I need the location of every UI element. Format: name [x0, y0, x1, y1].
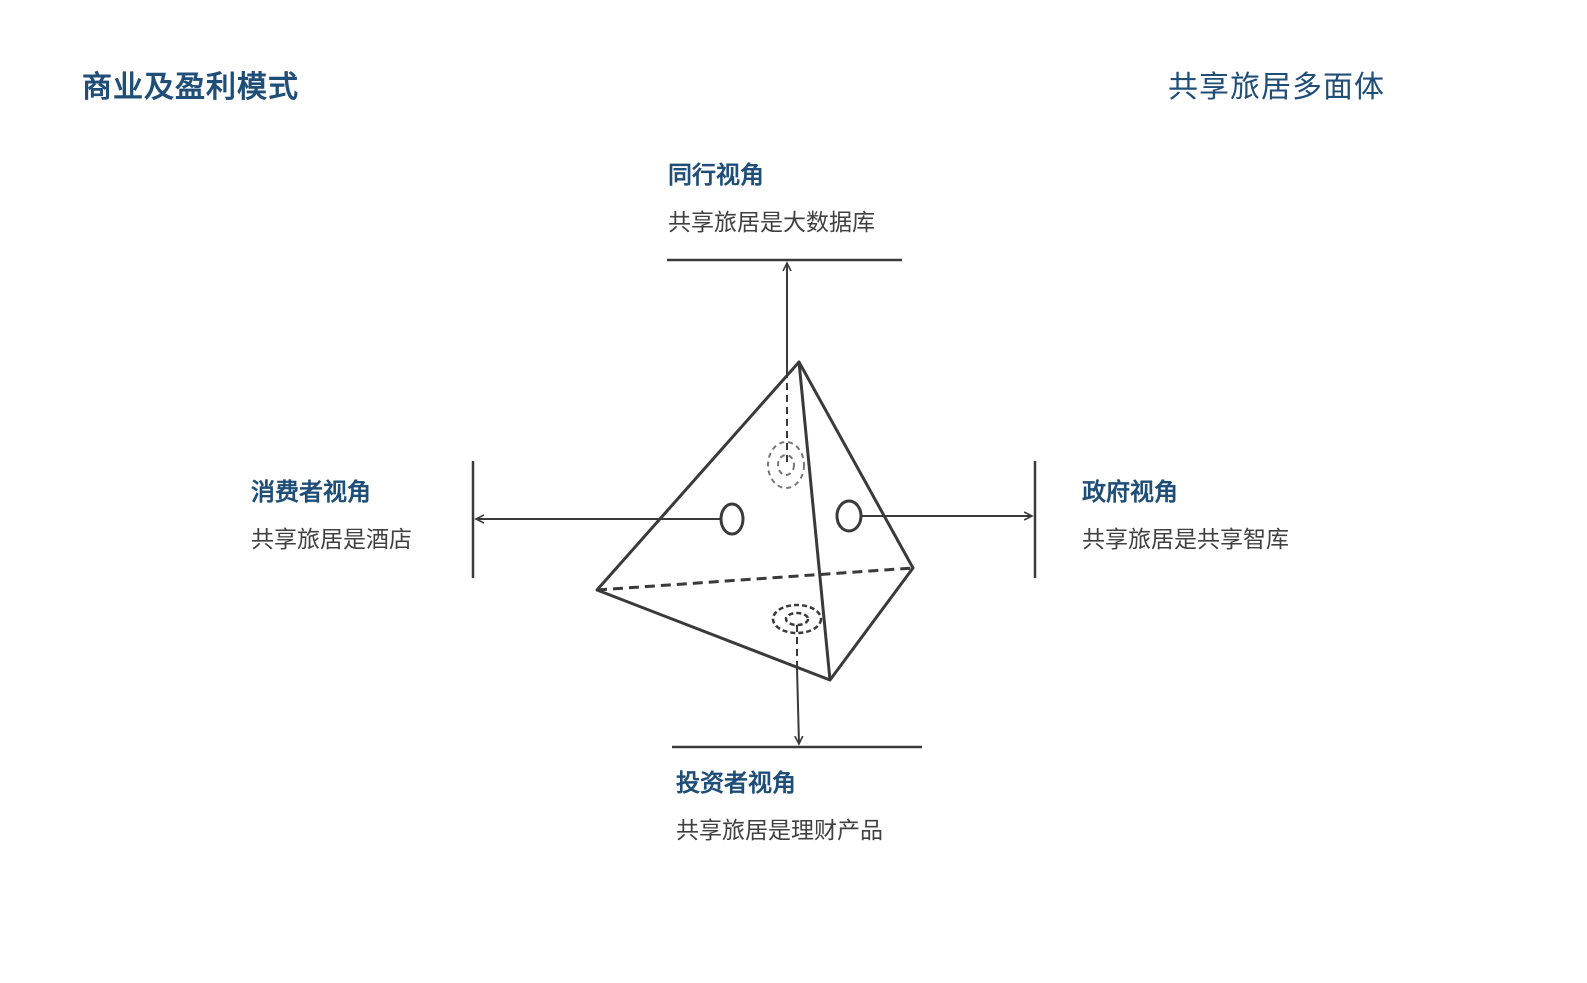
- perspective-right: 政府视角 共享旅居是共享智库: [1082, 475, 1289, 557]
- tetrahedron-outline: [595, 360, 915, 682]
- hidden-edge: [596, 566, 914, 592]
- perspective-description: 共享旅居是共享智库: [1082, 527, 1289, 553]
- face-marker-icon: [835, 499, 863, 533]
- perspective-bottom: 投资者视角 共享旅居是理财产品: [676, 766, 883, 848]
- perspective-description: 共享旅居是酒店: [251, 527, 412, 553]
- face-marker-icon: [767, 441, 805, 489]
- perspective-title: 政府视角: [1082, 478, 1178, 506]
- front-edge: [797, 361, 832, 681]
- page-title: 商业及盈利模式: [82, 70, 299, 105]
- perspective-top: 同行视角 共享旅居是大数据库: [668, 158, 875, 240]
- perspective-title: 同行视角: [668, 161, 764, 189]
- perspective-title: 消费者视角: [251, 478, 371, 506]
- perspective-description: 共享旅居是理财产品: [676, 818, 883, 844]
- page-subtitle: 共享旅居多面体: [1168, 70, 1385, 105]
- face-marker-icon: [771, 603, 823, 635]
- bottom-arrow: [797, 667, 799, 744]
- perspective-left: 消费者视角 共享旅居是酒店: [251, 475, 412, 557]
- perspective-description: 共享旅居是大数据库: [668, 210, 875, 236]
- tetrahedron: [595, 360, 915, 682]
- face-marker-icon: [719, 502, 745, 536]
- perspective-title: 投资者视角: [676, 769, 796, 797]
